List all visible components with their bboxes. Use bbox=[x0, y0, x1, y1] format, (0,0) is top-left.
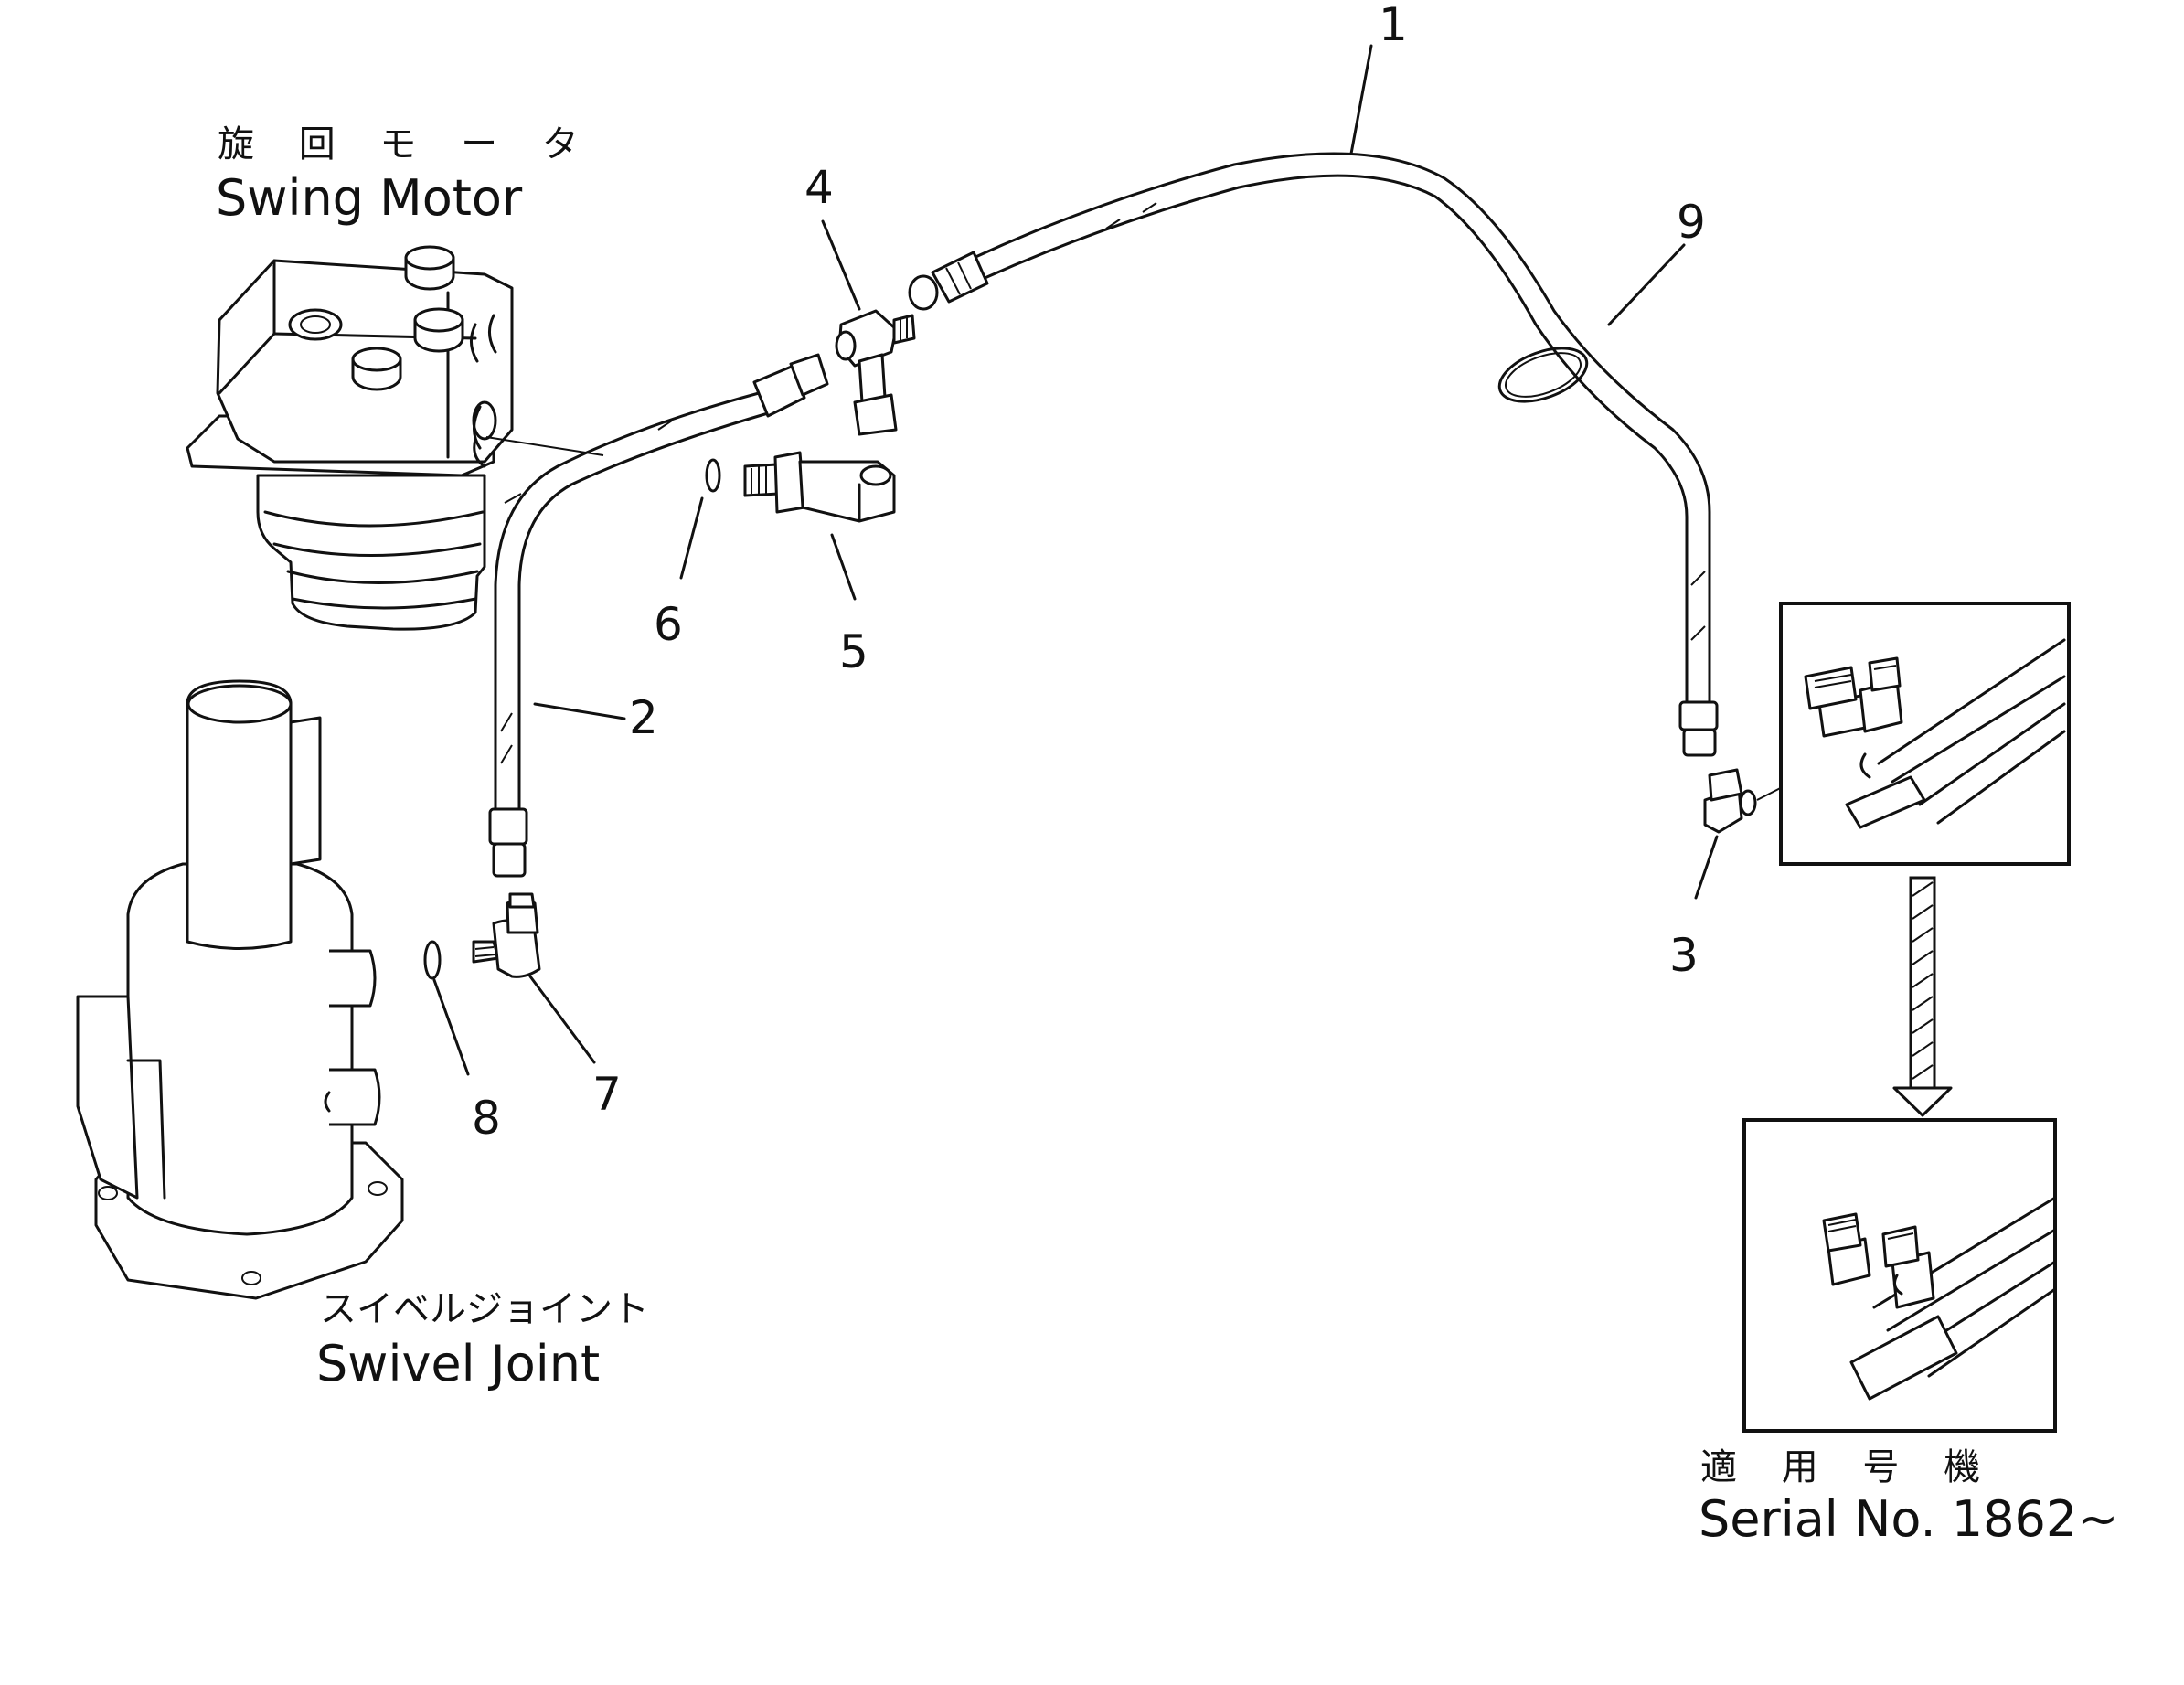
callout-7: 7 bbox=[592, 1068, 622, 1121]
callout-8: 8 bbox=[472, 1092, 501, 1145]
callout-4: 4 bbox=[804, 161, 834, 214]
clamp-ring-9 bbox=[1497, 347, 1589, 403]
callout-1: 1 bbox=[1379, 0, 1408, 51]
swing-motor-label-jp: 旋 回 モ ー タ bbox=[218, 123, 595, 165]
inset-detail-upper bbox=[1779, 602, 2071, 866]
callout-9: 9 bbox=[1677, 196, 1706, 249]
o-ring-8 bbox=[423, 940, 442, 980]
serial-number-label: Serial No. 1862~ bbox=[1699, 1490, 2119, 1548]
callout-2: 2 bbox=[629, 691, 658, 744]
tee-fitting-4 bbox=[835, 309, 916, 436]
hose-2 bbox=[488, 353, 829, 878]
hose-1 bbox=[908, 152, 1719, 757]
callout-3: 3 bbox=[1669, 929, 1699, 982]
inset-detail-lower bbox=[1742, 1118, 2057, 1433]
down-arrow bbox=[1892, 876, 1953, 1117]
fitting-5 bbox=[743, 451, 896, 523]
swing-motor-drawing bbox=[186, 245, 514, 631]
leader-lines bbox=[432, 44, 1719, 1076]
swing-motor-label: Swing Motor bbox=[216, 169, 523, 227]
callout-5: 5 bbox=[839, 625, 868, 678]
swivel-joint-drawing bbox=[76, 679, 404, 1300]
o-ring-6 bbox=[705, 458, 721, 493]
swivel-joint-label-jp: スイベルジョイント bbox=[320, 1288, 649, 1330]
callout-6: 6 bbox=[654, 598, 683, 651]
serial-label-jp: 適 用 号 機 bbox=[1700, 1446, 1998, 1488]
swivel-joint-label: Swivel Joint bbox=[316, 1335, 601, 1392]
elbow-fitting-7 bbox=[472, 892, 541, 978]
